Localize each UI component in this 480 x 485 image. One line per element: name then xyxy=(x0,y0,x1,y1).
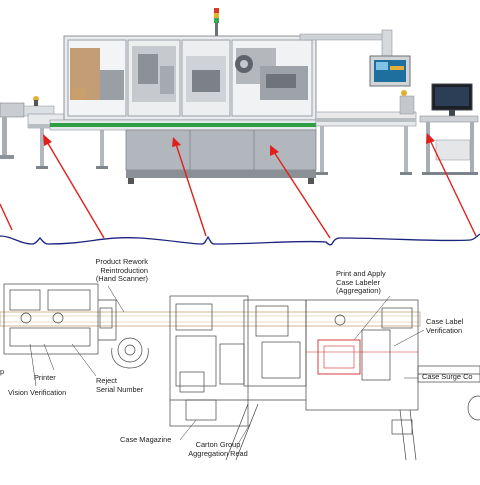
label-product-rework-line3: (Hand Scanner) xyxy=(95,274,148,284)
label-printer: Printer xyxy=(34,373,56,383)
callout-arrows xyxy=(0,133,477,239)
label-carton-group: Carton Group Aggregation Read xyxy=(170,440,266,458)
hmi-panel xyxy=(299,29,411,87)
label-case-label-verification: Case Label Verification xyxy=(426,317,464,335)
label-case-surge: Case Surge Co xyxy=(422,372,473,382)
label-product-rework-line2: Reintroduction xyxy=(100,265,148,275)
label-printer-text: Printer xyxy=(34,373,56,382)
label-product-rework-line1: Product Rework xyxy=(95,257,148,266)
label-print-apply-line1: Print and Apply xyxy=(336,269,386,278)
arrow-labeler xyxy=(273,151,331,239)
schematic-surge-conveyor xyxy=(417,365,480,421)
label-case-label-verification-line2: Verification xyxy=(426,325,463,335)
label-print-apply-line3: (Aggregation) xyxy=(336,286,381,296)
left-conveyor-stub xyxy=(0,96,55,159)
schematic-case-packer xyxy=(169,295,307,461)
label-vision-verification: Vision Verification xyxy=(8,388,67,398)
label-carton-group-line2: Aggregation Read xyxy=(188,448,248,458)
label-cut-p-text: p xyxy=(0,367,5,376)
arrow-case-surge xyxy=(429,139,477,237)
main-machine xyxy=(49,8,317,184)
arrow-printer xyxy=(45,139,105,239)
arrow-case-magazine-head xyxy=(172,137,181,147)
label-product-rework: Product Rework Reintroduction (Hand Scan… xyxy=(60,257,148,284)
label-reject-serial-line1: Reject xyxy=(96,376,117,385)
outfeed-conveyor xyxy=(315,90,417,175)
label-reject-serial-line2: Serial Number xyxy=(96,384,144,394)
arrow-case-magazine xyxy=(175,143,207,237)
schematic-conveyor xyxy=(0,311,421,327)
schematic xyxy=(0,283,480,461)
label-print-apply: Print and Apply Case Labeler (Aggregatio… xyxy=(336,269,386,296)
arrow-left-edge xyxy=(0,203,13,231)
label-cut-p: p xyxy=(0,367,5,377)
label-print-apply-line2: Case Labeler xyxy=(336,277,380,287)
label-case-magazine-text: Case Magazine xyxy=(120,435,172,444)
schematic-labeler xyxy=(305,299,419,461)
label-case-magazine: Case Magazine xyxy=(120,435,172,445)
label-case-label-verification-line1: Case Label xyxy=(426,317,464,326)
brace-divider xyxy=(0,233,480,246)
schematic-operator xyxy=(111,337,149,369)
label-reject-serial: Reject Serial Number xyxy=(96,376,144,394)
label-case-surge-text: Case Surge Co xyxy=(422,372,473,381)
machine-photo xyxy=(0,8,479,239)
arrow-labeler-head xyxy=(270,145,279,156)
arrow-printer-head xyxy=(43,134,52,146)
workstation xyxy=(419,83,479,175)
leader-lines xyxy=(29,285,425,445)
schematic-printer-module xyxy=(3,283,117,355)
label-carton-group-line1: Carton Group xyxy=(195,440,241,449)
label-vision-verification-text: Vision Verification xyxy=(8,388,67,397)
arrow-case-surge-head xyxy=(426,133,435,144)
